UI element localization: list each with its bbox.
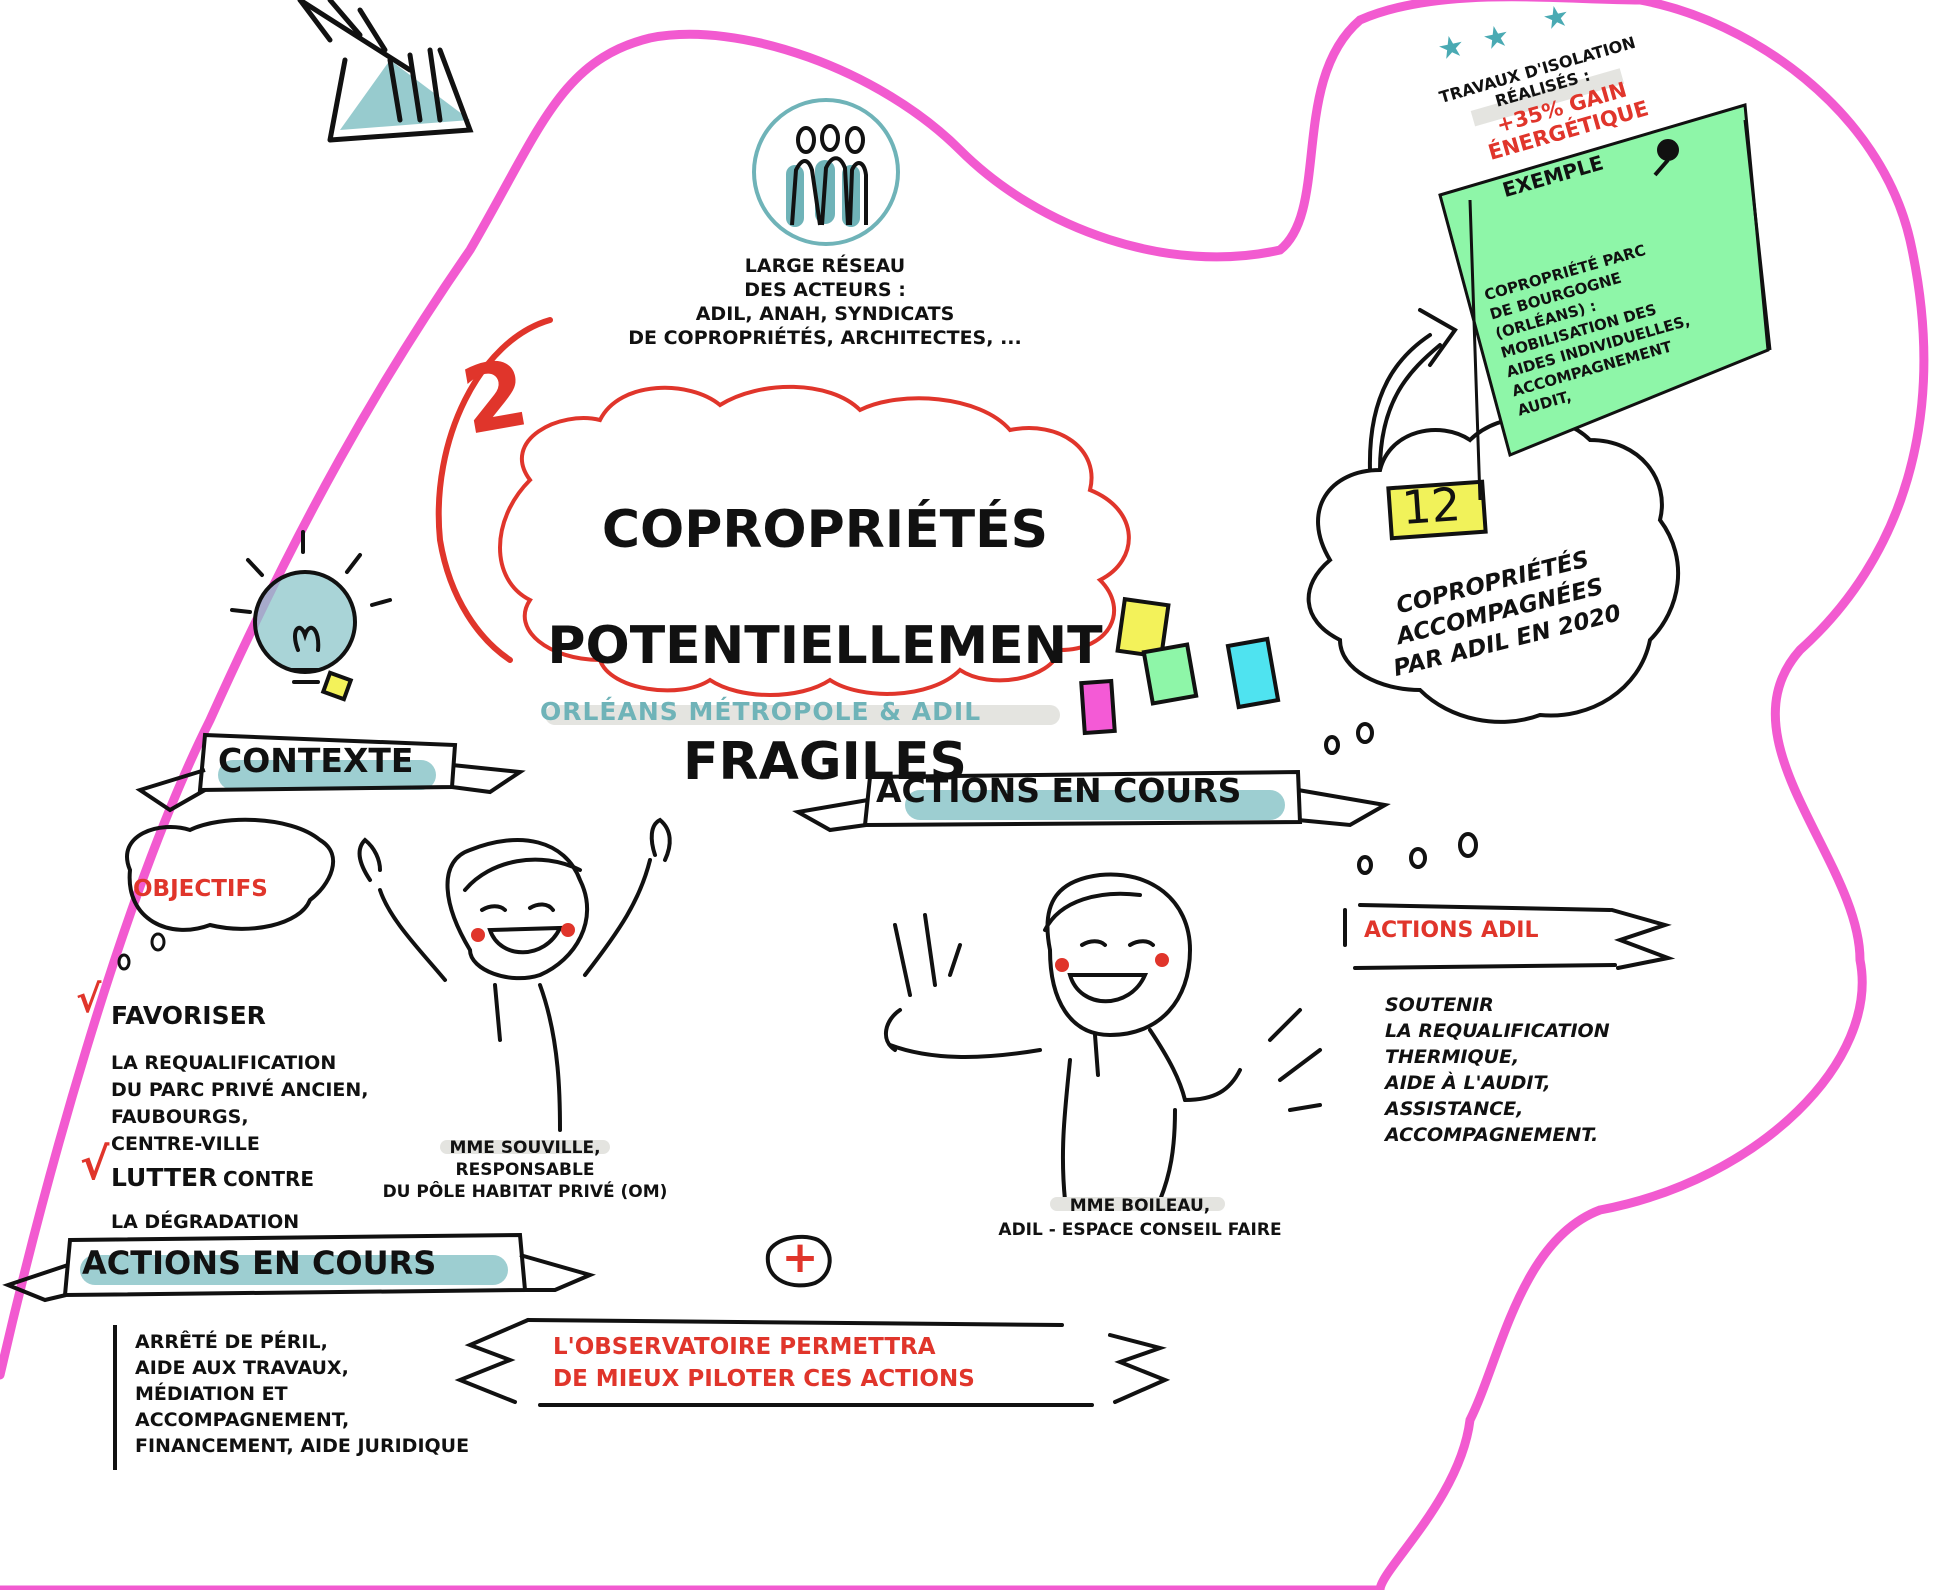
actions-adil-label: ACTIONS ADIL bbox=[1364, 918, 1539, 943]
actions-left-banner-shape bbox=[2, 1232, 596, 1303]
curved-arrow-icon bbox=[1367, 308, 1458, 472]
people-icon bbox=[752, 98, 900, 246]
sticky-notes bbox=[1079, 596, 1281, 736]
pin-icon bbox=[1653, 139, 1679, 177]
actions-center-banner-shape bbox=[792, 769, 1391, 833]
plus-circle bbox=[765, 1234, 832, 1288]
svg-text:★: ★ bbox=[1539, 0, 1573, 38]
contexte-banner: CONTEXTE bbox=[218, 741, 414, 780]
name-highlight-left bbox=[440, 1140, 610, 1154]
subtitle-highlight bbox=[545, 705, 1060, 725]
objectifs-bubble bbox=[125, 817, 336, 932]
page-title: COPROPRIÉTÉS POTENTIELLEMENT FRAGILES bbox=[525, 443, 1125, 849]
name-highlight-center bbox=[1050, 1197, 1225, 1211]
actions-adil-bracket bbox=[1343, 903, 1676, 970]
stat-number: 12 bbox=[1400, 477, 1463, 535]
person-left-caption: MME SOUVILLE, RESPONSABLE DU PÔLE HABITA… bbox=[382, 1138, 668, 1202]
gain-highlight bbox=[1470, 68, 1625, 127]
svg-text:★: ★ bbox=[1434, 28, 1468, 68]
title-line-1: COPROPRIÉTÉS bbox=[601, 500, 1049, 560]
title-cloud bbox=[498, 384, 1131, 697]
stat-cloud bbox=[1306, 415, 1681, 724]
observatoire-scroll bbox=[454, 1318, 1171, 1407]
actions-left-text: ARRÊTÉ DE PÉRIL, AIDE AUX TRAVAUX, MÉDIA… bbox=[135, 1331, 470, 1457]
actions-left-banner: ACTIONS EN COURS bbox=[82, 1244, 437, 1282]
star-icon: ★ ★ ★ bbox=[1434, 0, 1573, 68]
objective-2-lead: LUTTER bbox=[111, 1163, 218, 1193]
objective-1-rest: LA REQUALIFICATION DU PARC PRIVÉ ANCIEN,… bbox=[111, 1051, 369, 1155]
objective-2-inline: CONTRE bbox=[222, 1167, 315, 1192]
lightbulb-icon bbox=[230, 530, 392, 702]
network-text: LARGE RÉSEAU DES ACTEURS : ADIL, ANAH, S… bbox=[628, 255, 1022, 349]
stat-number-box bbox=[1386, 479, 1488, 541]
actions-center-banner: ACTIONS EN COURS bbox=[876, 771, 1242, 810]
check-mark-1: √ bbox=[76, 977, 102, 1021]
thought-dots-right bbox=[1324, 722, 1478, 875]
red-bracket bbox=[435, 317, 553, 663]
svg-text:★: ★ bbox=[1479, 18, 1513, 58]
plus-sign: + bbox=[781, 1232, 819, 1283]
person-center-caption: MME BOILEAU, ADIL - ESPACE CONSEIL FAIRE bbox=[998, 1196, 1282, 1240]
title-line-2: POTENTIELLEMENT bbox=[547, 616, 1103, 676]
observatoire-text: L'OBSERVATOIRE PERMETTRA DE MIEUX PILOTE… bbox=[553, 1334, 975, 1392]
thought-dots bbox=[117, 932, 166, 971]
objective-1-lead: FAVORISER bbox=[111, 1001, 266, 1031]
title-line-3: FRAGILES bbox=[683, 732, 967, 792]
woman-left-drawing bbox=[357, 817, 672, 1132]
objective-2: LUTTER CONTRE LA DÉGRADATION bbox=[111, 1146, 314, 1252]
woman-center-drawing bbox=[884, 872, 1322, 1202]
subtitle: ORLÉANS MÉTROPOLE & ADIL bbox=[540, 697, 982, 726]
actions-adil-text: SOUTENIR LA REQUALIFICATION THERMIQUE, A… bbox=[1385, 994, 1610, 1146]
contexte-banner-shape bbox=[135, 732, 526, 813]
objective-2-rest: LA DÉGRADATION bbox=[111, 1210, 300, 1233]
example-note-shape bbox=[1438, 103, 1772, 501]
hand-drawn-arrow-icon bbox=[297, 0, 474, 143]
objective-1: FAVORISER LA REQUALIFICATION DU PARC PRI… bbox=[111, 984, 369, 1176]
check-mark-2: √ bbox=[80, 1139, 110, 1190]
objectifs-label: OBJECTIFS bbox=[133, 876, 268, 902]
